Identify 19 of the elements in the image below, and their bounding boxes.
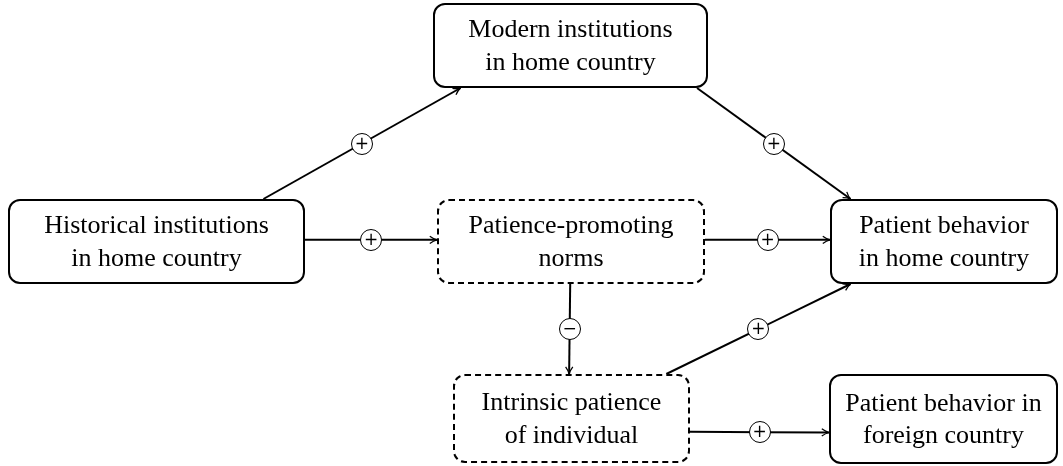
node-text: Modern institutions in home country: [467, 13, 674, 78]
node-text: Patient behavior in foreign country: [844, 386, 1043, 451]
node-text: Intrinsic patience of individual: [480, 386, 663, 451]
node-text: Patient behavior in home country: [857, 209, 1031, 274]
edge-label: −: [558, 318, 581, 340]
edge-label: +: [360, 228, 382, 251]
edge-label: +: [748, 421, 771, 444]
rounded-box: [433, 3, 708, 88]
edge-label: +: [350, 132, 373, 155]
rounded-box: [829, 374, 1058, 464]
rounded-box: [453, 374, 690, 463]
node-text: Historical institutions in home country: [43, 209, 270, 274]
rounded-box: [830, 199, 1058, 284]
edge-label: +: [756, 228, 779, 251]
rounded-box: [437, 199, 705, 284]
edge-label: +: [762, 132, 785, 155]
rounded-box: [8, 199, 305, 284]
node-text: Patience-promoting norms: [467, 209, 675, 274]
edge-label: +: [747, 318, 770, 340]
